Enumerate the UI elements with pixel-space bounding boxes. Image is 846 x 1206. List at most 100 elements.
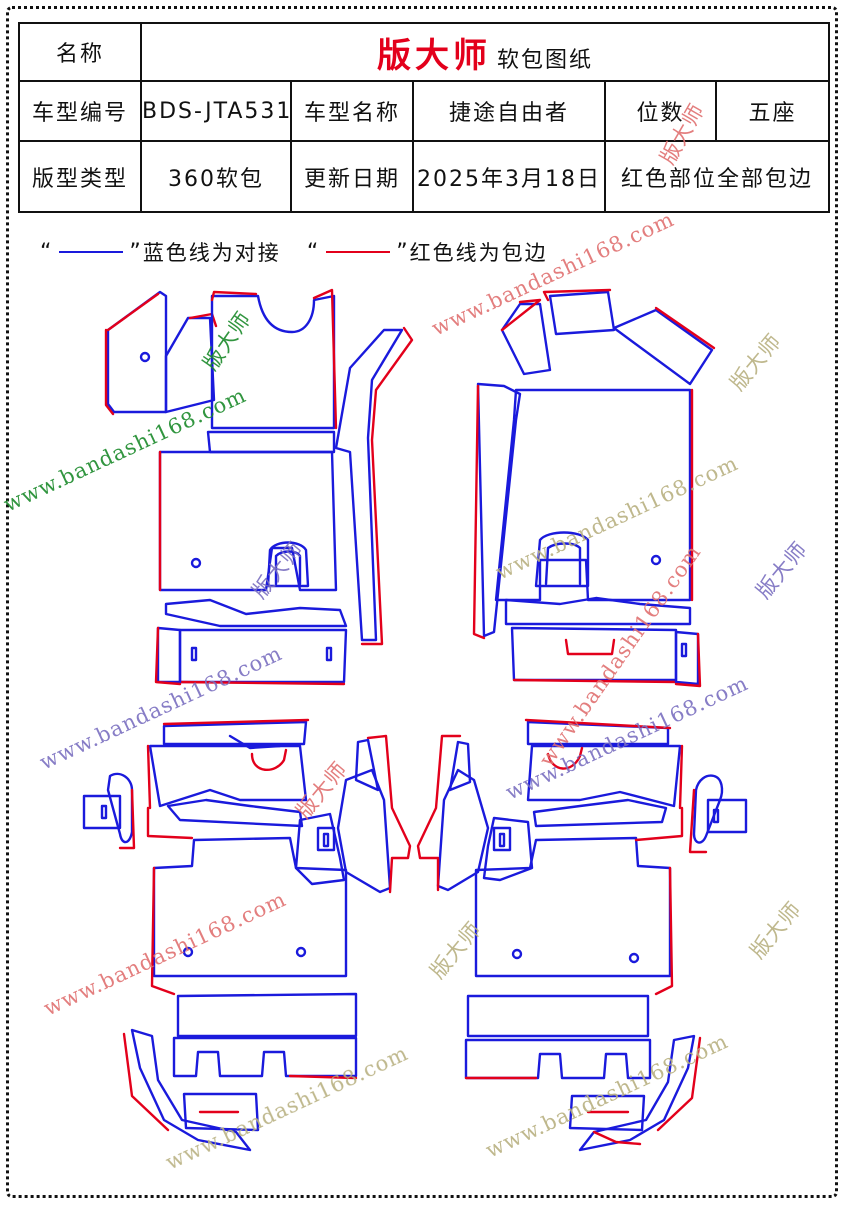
fl-long-strip-edge bbox=[360, 326, 414, 646]
wm-green-1: www.bandashi168.com bbox=[0, 383, 250, 517]
rl-bottom-curve-edge bbox=[122, 1032, 170, 1132]
page-border bbox=[6, 6, 838, 1198]
legend-quote-open-2: “ bbox=[306, 239, 321, 265]
wm-red-2: www.bandashi168.com bbox=[40, 887, 290, 1021]
rl-upper-panel-edge bbox=[146, 744, 152, 810]
rl-pillar-edge bbox=[366, 734, 412, 894]
fr-slot bbox=[680, 642, 688, 658]
legend-quote-close-2: ” bbox=[396, 239, 410, 265]
fl-lower-panel-edge bbox=[178, 680, 346, 686]
brand-title: 版大师 bbox=[377, 35, 492, 76]
legend: “ ” 蓝色线为对接 “ ” 红色线为包边 bbox=[40, 236, 548, 268]
rr-tab-slot bbox=[712, 808, 720, 824]
rl-hole-a bbox=[182, 946, 194, 958]
pattern-type-label: 版型类型 bbox=[18, 140, 142, 213]
fl-heel-pad-inner bbox=[274, 550, 302, 586]
fl-footwell-edge bbox=[210, 288, 338, 430]
rl-hole-b bbox=[295, 946, 307, 958]
rr-bottom-curve bbox=[578, 1034, 696, 1152]
rear-left-mat-group bbox=[82, 718, 412, 1152]
model-code-label: 车型编号 bbox=[18, 80, 142, 142]
fl-side-flap-hole bbox=[139, 351, 151, 363]
seats-value: 五座 bbox=[714, 80, 831, 142]
fl-lower-tab bbox=[156, 626, 182, 684]
rr-upper-panel bbox=[526, 744, 682, 808]
legend-quote-close: ” bbox=[129, 239, 143, 265]
title-cell: 版大师软包图纸 bbox=[139, 22, 831, 82]
legend-red-line bbox=[326, 251, 391, 253]
brand-suffix: 软包图纸 bbox=[497, 47, 594, 73]
rr-slot bbox=[498, 832, 506, 848]
rl-base-edge bbox=[288, 1074, 358, 1080]
rr-main-mat-edge bbox=[634, 806, 684, 996]
fr-side-flap bbox=[500, 302, 552, 376]
rl-top-strip bbox=[162, 720, 308, 746]
rr-main-mat bbox=[474, 836, 672, 978]
fr-side-flap-edge bbox=[500, 298, 542, 332]
rl-cup bbox=[250, 748, 288, 771]
rr-bottom-foot bbox=[568, 1094, 646, 1132]
fr-long-strip bbox=[476, 382, 522, 638]
fr-main-mat bbox=[494, 388, 692, 602]
fr-right-flap bbox=[612, 308, 714, 386]
rr-hole-a bbox=[511, 948, 523, 960]
rr-middle-band bbox=[532, 798, 668, 828]
rl-tab bbox=[82, 794, 122, 830]
legend-red-text: 红色线为包边 bbox=[409, 241, 548, 265]
rr-bottom-curve-edge bbox=[592, 1036, 702, 1146]
rl-bottom-foot bbox=[182, 1092, 260, 1132]
update-date-value: 2025年3月18日 bbox=[412, 140, 606, 213]
rl-small-piece bbox=[106, 772, 134, 844]
wm-tan-brand-3: 版大师 bbox=[745, 897, 806, 963]
rr-upper-panel-edge bbox=[678, 744, 684, 810]
fr-upper-panel bbox=[548, 290, 616, 336]
rl-main-mat-edge bbox=[146, 806, 194, 996]
fr-main-mat-hole bbox=[650, 554, 662, 566]
rr-base-panel bbox=[466, 994, 650, 1038]
rl-bracket bbox=[294, 812, 346, 886]
wm-tan-2: www.bandashi168.com bbox=[162, 1041, 412, 1175]
legend-quote-open: “ bbox=[40, 239, 54, 265]
rl-base-strip bbox=[172, 1036, 358, 1078]
legend-blue-line bbox=[59, 251, 124, 253]
wm-tan-1: www.bandashi168.com bbox=[492, 451, 742, 585]
rl-top-strip-edge bbox=[162, 718, 310, 726]
rr-pillar-top bbox=[448, 740, 472, 792]
rr-top-strip-edge bbox=[524, 718, 672, 730]
wm-purple-1: www.bandashi168.com bbox=[36, 641, 286, 775]
fr-upper-panel-edge bbox=[542, 288, 612, 302]
rl-base-panel bbox=[176, 992, 358, 1038]
rr-tab bbox=[706, 798, 748, 834]
rr-hole-b bbox=[628, 952, 640, 964]
fl-footwell bbox=[210, 294, 336, 430]
legend-blue-text: 蓝色线为对接 bbox=[142, 241, 281, 265]
fr-lower-tab bbox=[674, 630, 700, 686]
rr-bracket bbox=[482, 816, 534, 882]
name-label: 名称 bbox=[18, 22, 142, 82]
rl-small-piece-edge bbox=[118, 788, 136, 850]
wm-tan-brand-1: 版大师 bbox=[725, 329, 786, 395]
fr-long-strip-edge bbox=[472, 384, 486, 640]
wm-tan-3: www.bandashi168.com bbox=[482, 1029, 732, 1163]
model-code-value: BDS-JTA5311R bbox=[140, 80, 292, 142]
rr-pillar bbox=[436, 768, 490, 892]
fr-sill bbox=[504, 596, 692, 626]
rl-cup-inner bbox=[228, 734, 282, 750]
rr-small-piece-edge bbox=[688, 788, 708, 854]
fr-heel-pad-inner bbox=[544, 542, 582, 586]
watermarks: www.bandashi168.com 版大师 www.bandashi168.… bbox=[0, 99, 812, 1174]
fl-heel-pad bbox=[266, 541, 310, 588]
update-date-label: 更新日期 bbox=[290, 140, 414, 213]
rl-upper-panel bbox=[148, 744, 308, 808]
model-name-value: 捷途自由者 bbox=[412, 80, 606, 142]
fr-lower-panel-edge bbox=[512, 678, 678, 684]
rr-cup bbox=[546, 746, 584, 770]
model-name-label: 车型名称 bbox=[290, 80, 414, 142]
fl-main-mat bbox=[158, 450, 338, 592]
fl-main-mat-hole bbox=[190, 557, 202, 569]
rl-bottom-curve bbox=[130, 1028, 252, 1152]
rl-pillar-top bbox=[354, 738, 380, 792]
front-right-mat-group bbox=[472, 288, 716, 688]
rear-right-mat-group bbox=[416, 718, 748, 1152]
